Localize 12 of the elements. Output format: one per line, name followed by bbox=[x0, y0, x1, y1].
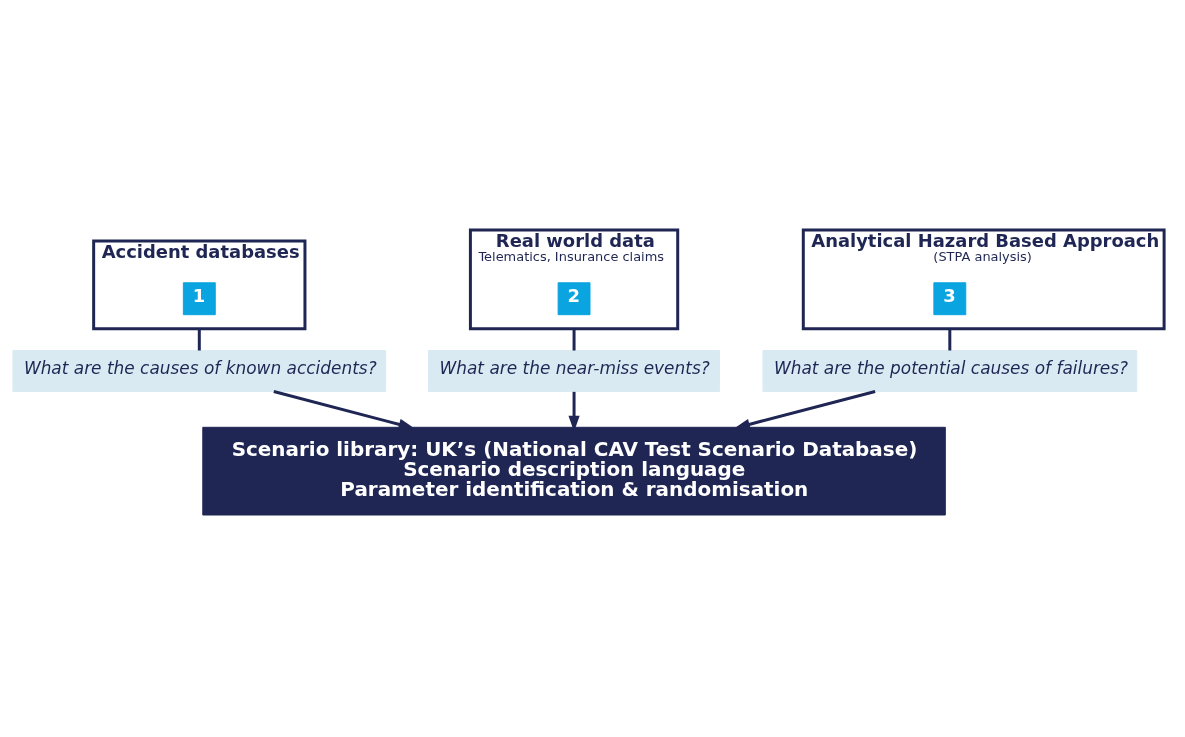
connector bbox=[948, 328, 952, 351]
node-box: What are the causes of known accidents? bbox=[12, 350, 387, 392]
arrow bbox=[733, 390, 876, 430]
connector bbox=[197, 328, 201, 351]
node-box: What are the near-miss events? bbox=[428, 350, 721, 392]
node-box: 2 bbox=[557, 282, 591, 316]
arrow bbox=[273, 390, 415, 430]
connector bbox=[572, 328, 576, 351]
node-box: Scenario library: UK’s (National CAV Test Scenario Database) Scenario description language Parameter identification & randomisation bbox=[202, 426, 946, 516]
node-box: 1 bbox=[182, 282, 216, 316]
node-box: 3 bbox=[933, 282, 967, 316]
node-box: What are the potential causes of failures? bbox=[762, 350, 1138, 392]
